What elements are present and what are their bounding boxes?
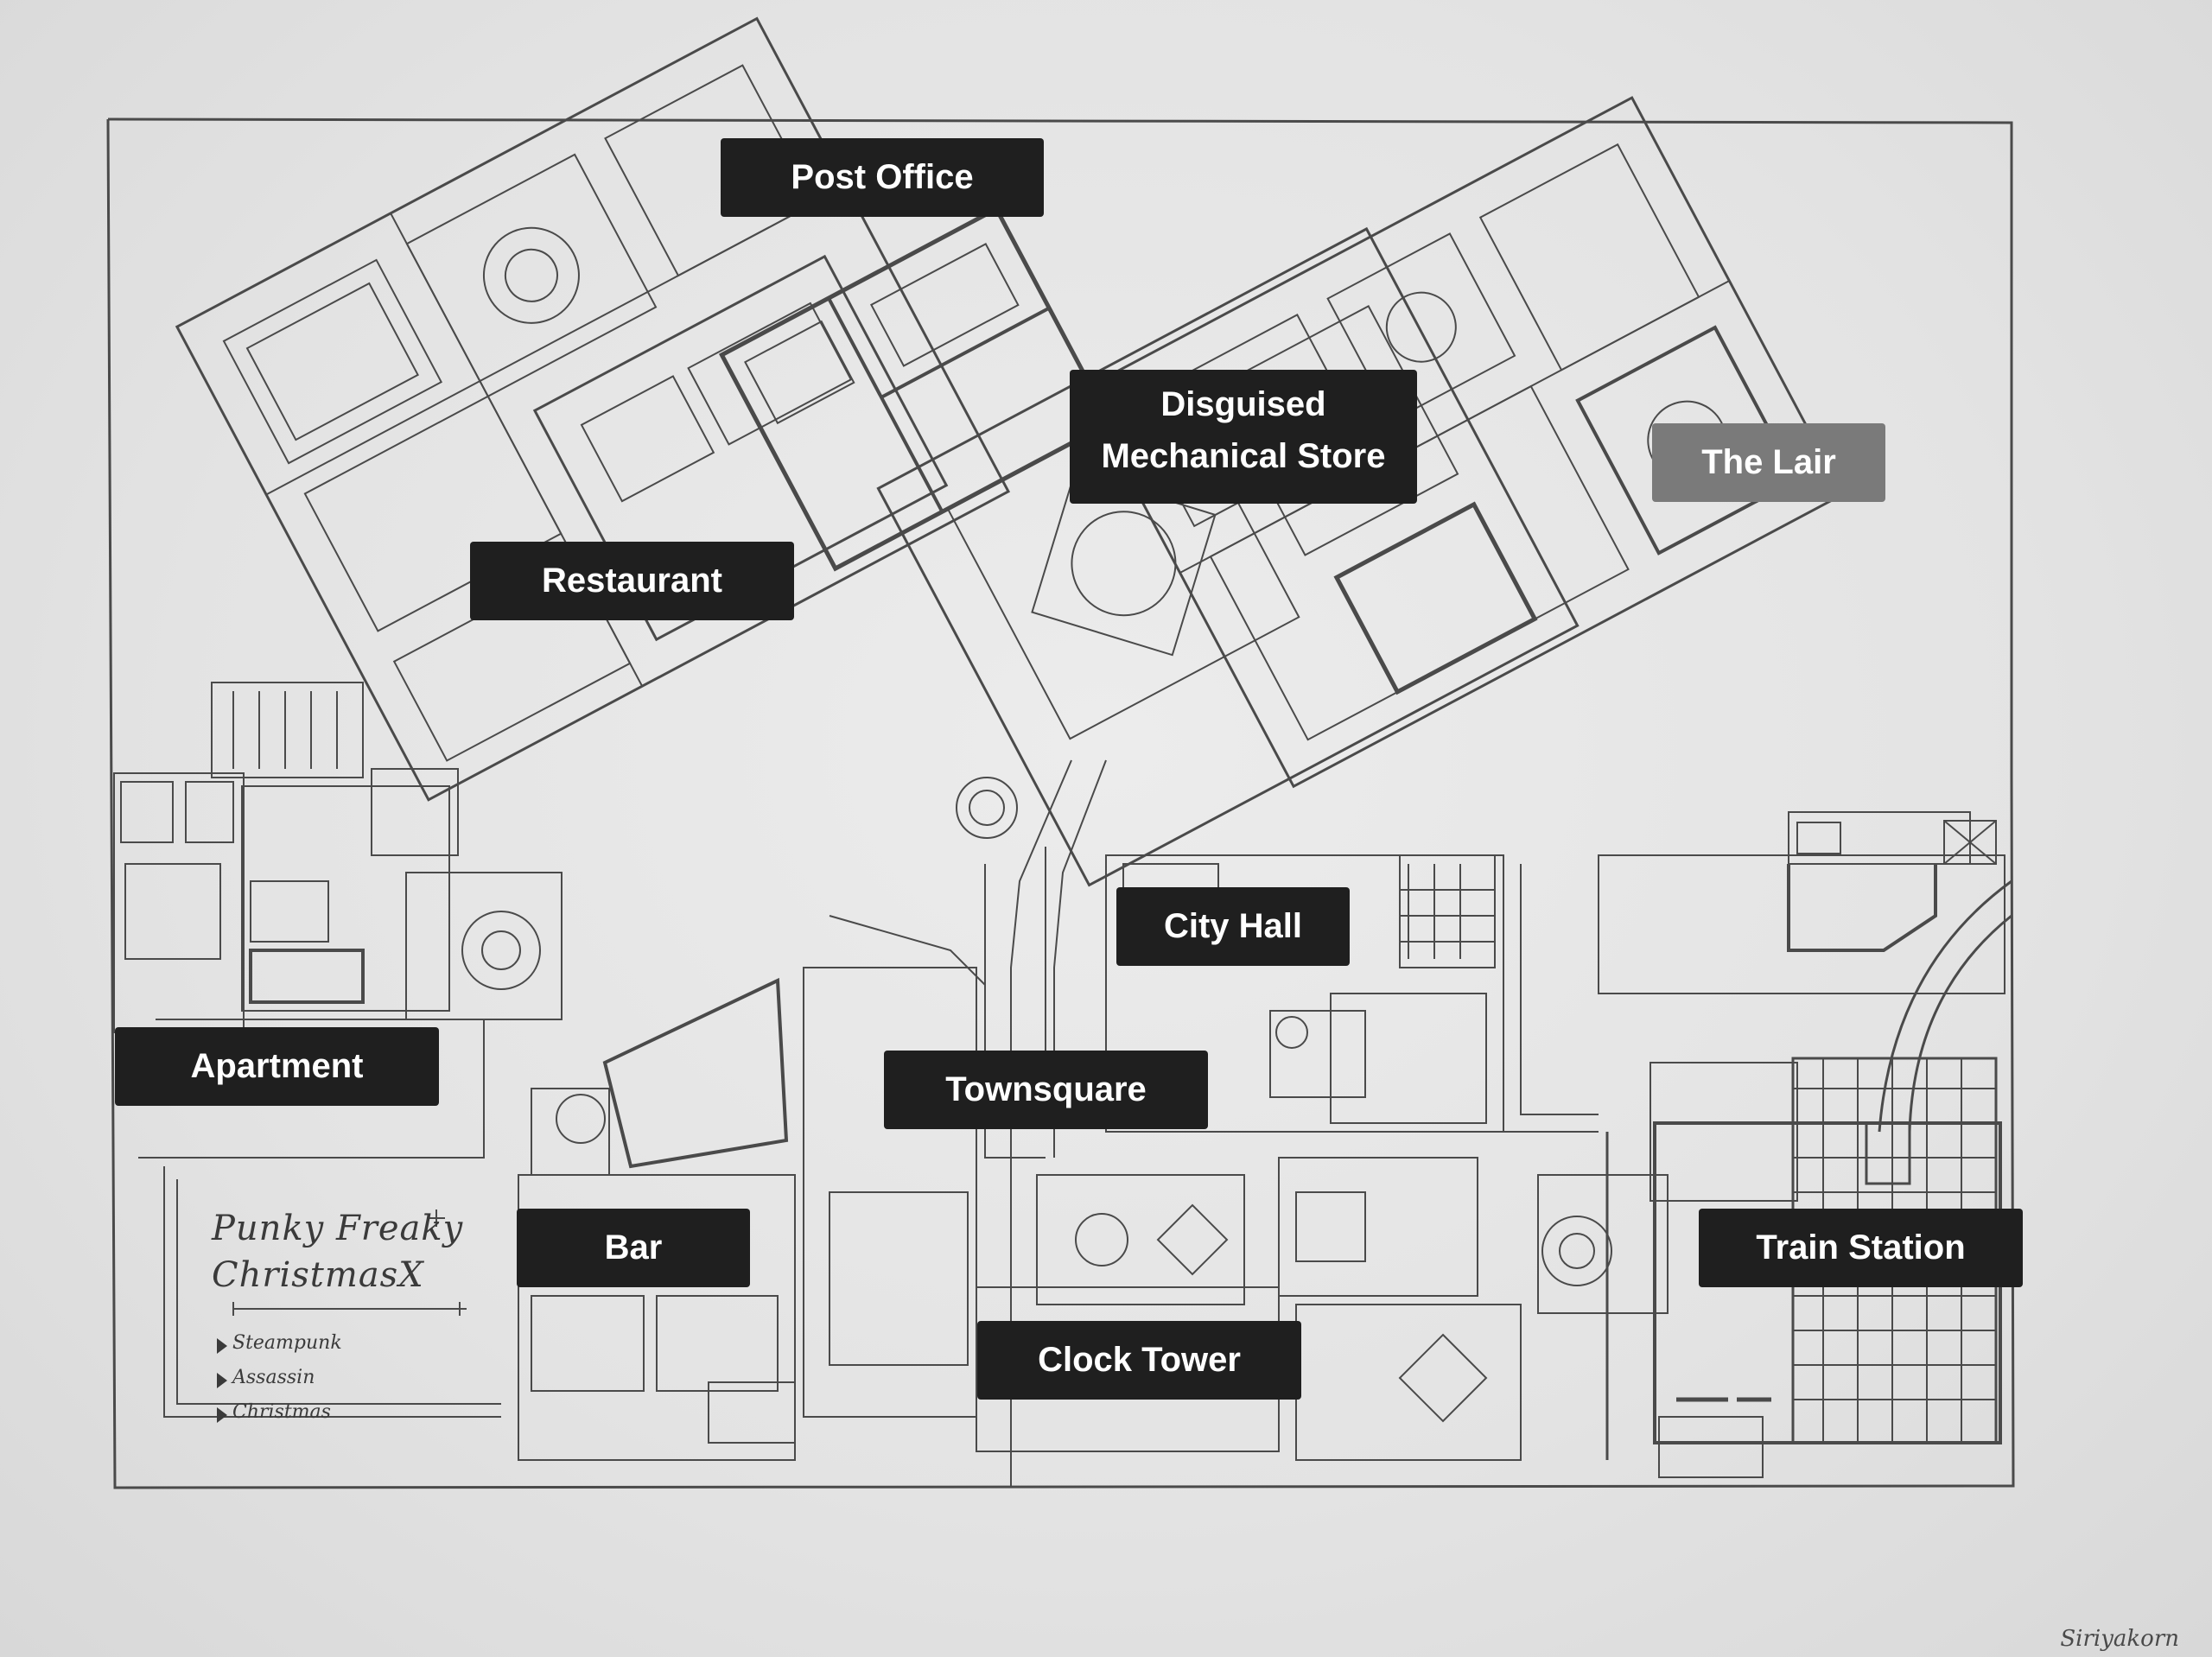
label-disguised-mechanical-store-line1: Disguised bbox=[1160, 385, 1326, 423]
artist-signature: Siriyakorn bbox=[2060, 1626, 2179, 1652]
map-frame bbox=[106, 117, 2015, 1489]
legend-rule bbox=[232, 1209, 467, 1316]
label-disguised-mechanical-store-line2: Mechanical Store bbox=[1101, 437, 1386, 475]
building-post-office bbox=[718, 206, 1114, 572]
map-legend: Punky Freaky ChristmasX Steampunk Assass… bbox=[212, 1205, 497, 1430]
label-train-station[interactable]: Train Station bbox=[1699, 1209, 2023, 1287]
district-east bbox=[1598, 811, 2005, 1478]
label-the-lair[interactable]: The Lair bbox=[1652, 423, 1885, 502]
label-apartment[interactable]: Apartment bbox=[115, 1027, 439, 1106]
legend-title-line1: Punky Freaky bbox=[212, 1209, 464, 1248]
district-central-north bbox=[876, 226, 1580, 887]
legend-arrows bbox=[217, 1338, 227, 1423]
label-restaurant[interactable]: Restaurant bbox=[470, 542, 794, 620]
legend-item-christmas: Christmas bbox=[232, 1401, 331, 1423]
district-west bbox=[113, 682, 563, 1159]
legend-item-steampunk: Steampunk bbox=[232, 1332, 342, 1354]
district-southwest bbox=[163, 977, 796, 1461]
label-post-office[interactable]: Post Office bbox=[721, 138, 1044, 217]
label-bar[interactable]: Bar bbox=[517, 1209, 750, 1287]
label-city-hall[interactable]: City Hall bbox=[1116, 887, 1350, 966]
legend-item-assassin: Assassin bbox=[232, 1367, 315, 1388]
railway-track bbox=[1878, 879, 2012, 1133]
label-townsquare[interactable]: Townsquare bbox=[884, 1051, 1208, 1129]
label-disguised-mechanical-store[interactable]: Disguised Mechanical Store bbox=[1070, 370, 1417, 504]
district-south-central bbox=[803, 967, 1669, 1461]
legend-spacer bbox=[212, 1298, 497, 1326]
label-clock-tower[interactable]: Clock Tower bbox=[977, 1321, 1301, 1400]
legend-title-line2: ChristmasX bbox=[212, 1255, 424, 1295]
